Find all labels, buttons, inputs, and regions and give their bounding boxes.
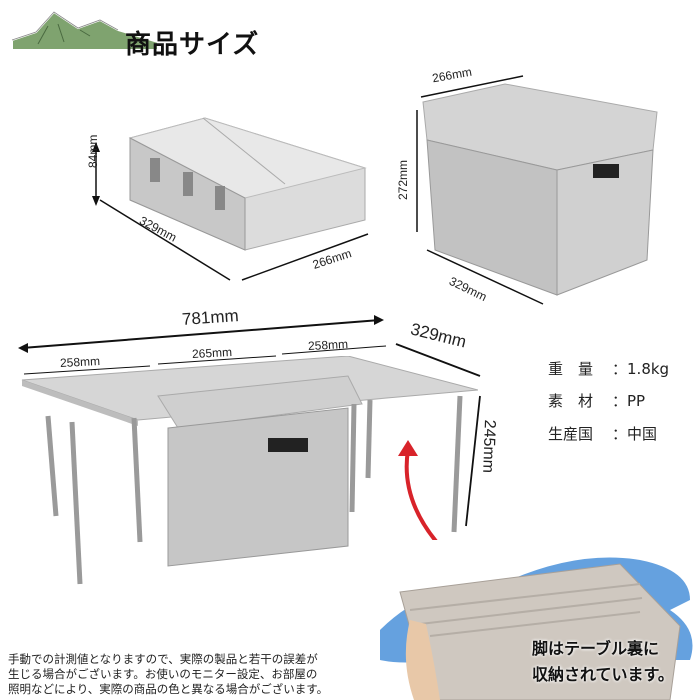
spec-origin: 生産国：中国 — [548, 425, 658, 443]
assembled-box-image — [416, 75, 658, 305]
folded-box-image — [128, 117, 367, 251]
table-right-panel-label: 258mm — [307, 336, 349, 354]
table-total-width-label: 781mm — [181, 306, 240, 329]
disclaimer-line-1: 手動での計測値となりますので、実際の製品と若干の誤差が — [8, 652, 318, 666]
table-underside-photo — [380, 557, 693, 700]
table-dimension-arrows — [18, 315, 481, 540]
callout-text: 脚はテーブル裏に 収納されています。 — [532, 636, 674, 688]
callout-line-1: 脚はテーブル裏に — [532, 639, 660, 658]
spec-material: 素 材：PP — [548, 392, 646, 410]
disclaimer-line-3: 照明などにより、実際の商品の色と異なる場合がございます。 — [8, 682, 329, 696]
table-height-label: 245mm — [479, 419, 498, 474]
assembled-height-label: 272mm — [396, 159, 410, 200]
table-mode-image — [21, 356, 478, 585]
page-title: 商品サイズ — [125, 30, 260, 60]
disclaimer-line-2: 生じる場合がございます。お使いのモニター設定、お部屋の — [8, 667, 318, 681]
spec-weight: 重 量：1.8kg — [548, 360, 670, 378]
disclaimer-text: 手動での計測値となりますので、実際の製品と若干の誤差が 生じる場合がございます。… — [8, 652, 378, 697]
folded-height-label: 84mm — [86, 134, 100, 168]
folded-box-arrows — [92, 142, 369, 281]
callout-line-2: 収納されています。 — [532, 665, 674, 684]
mountain-logo-icon — [11, 10, 159, 51]
